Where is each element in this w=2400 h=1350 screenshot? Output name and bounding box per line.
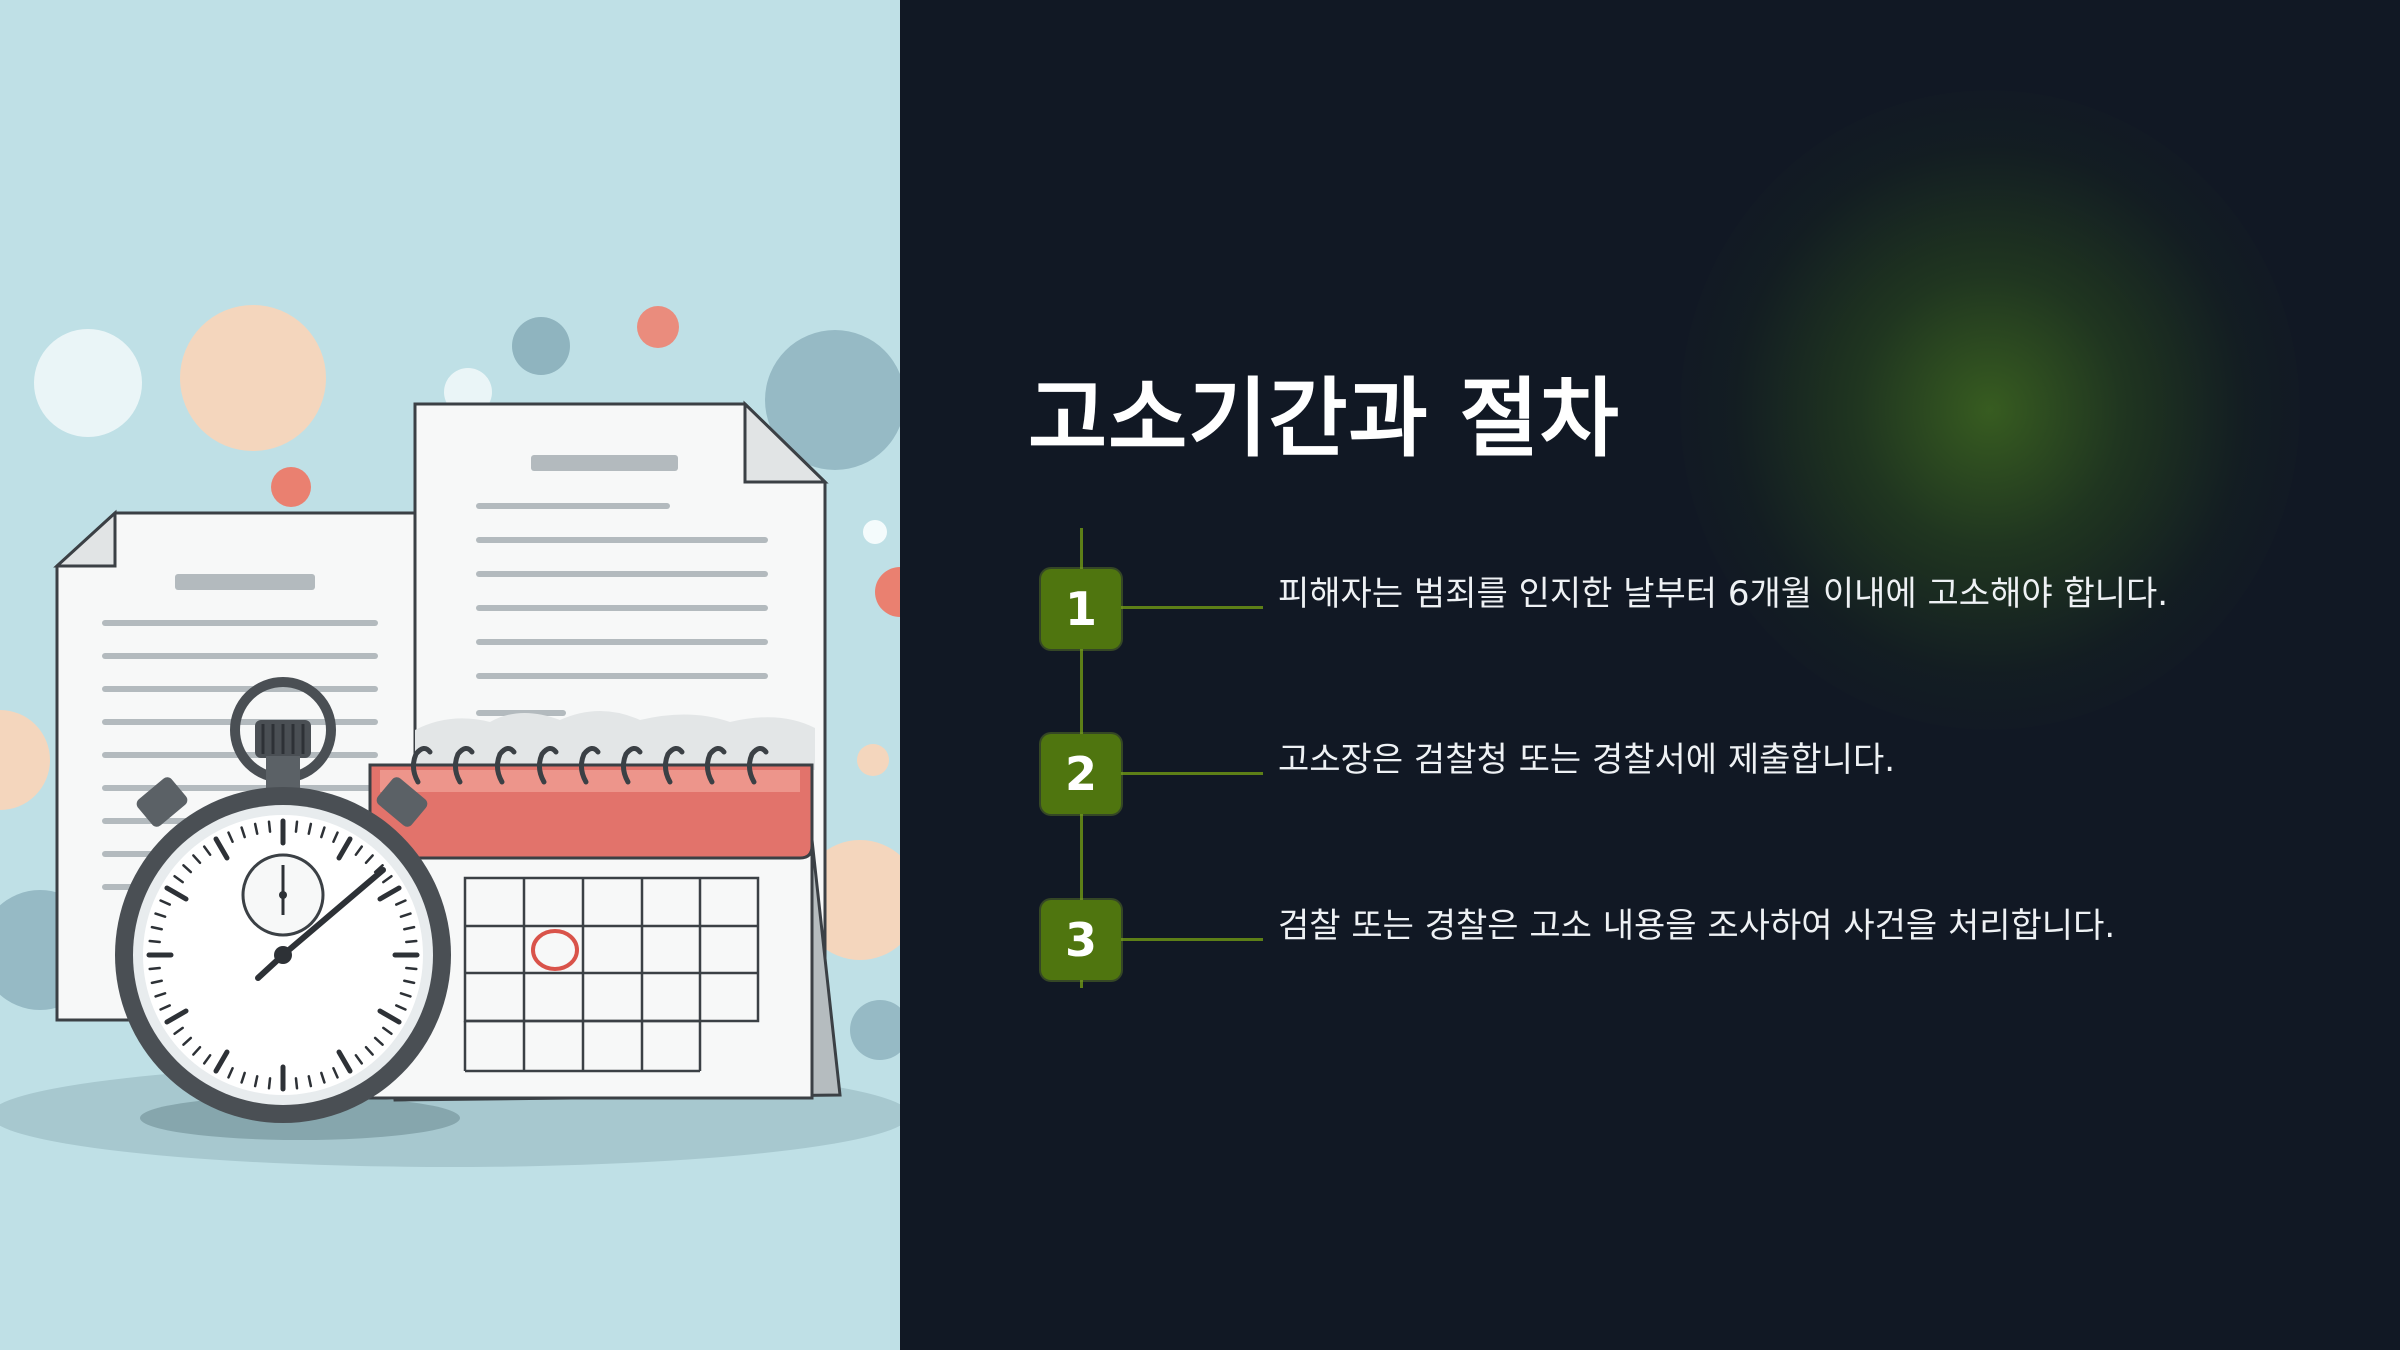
stopwatch-tick [253,822,259,835]
stopwatch-tick [332,831,339,843]
stopwatch-tick [364,1045,374,1056]
illustration-art [0,305,900,1167]
stopwatch-tick [405,939,418,944]
stopwatch-tick [173,1026,184,1036]
stopwatch-tick [403,979,416,985]
stopwatch-tick [403,925,416,931]
stopwatch-tick [307,1075,313,1088]
stopwatch-tick [267,820,272,833]
stopwatch-tick [213,1049,230,1074]
stopwatch-tick [377,885,402,902]
stopwatch-tick [336,836,353,861]
stopwatch-icon [115,677,451,1123]
stopwatch-tick [154,912,167,918]
stopwatch-tick [399,912,412,918]
stopwatch-tick [227,1067,234,1079]
stopwatch-tick [182,1036,193,1046]
stopwatch-tick [159,1004,171,1011]
stopwatch-tick [154,992,167,998]
stopwatch-tick [320,826,326,839]
background-glow [1680,90,2300,730]
stopwatch-tick [159,899,171,906]
step-connector [1121,938,1263,941]
stopwatch-tick [253,1075,259,1088]
stopwatch-tick [150,925,163,931]
step-text: 고소장은 검찰청 또는 경찰서에 제출합니다. [1278,740,1896,780]
stopwatch-tick [294,1077,299,1090]
slide-title: 고소기간과 절차 [1028,369,1620,469]
stopwatch-tick [354,1054,364,1065]
illustration-panel [0,0,900,1350]
stopwatch-tick [240,1071,246,1084]
stopwatch-tick [227,831,234,843]
stopwatch-tick [307,822,313,835]
stopwatch-tick [373,1036,384,1046]
stopwatch-tick [399,992,412,998]
stopwatch-tick [395,899,407,906]
stopwatch-tick [395,1004,407,1011]
stopwatch-tick [192,854,202,865]
stopwatch-tick [382,874,393,884]
step-number-badge: 3 [1041,900,1121,980]
stopwatch-tick [377,1008,402,1025]
stopwatch-tick [173,874,184,884]
stopwatch-tick [364,854,374,865]
stopwatch-tick [320,1071,326,1084]
stopwatch-tick [150,979,163,985]
stopwatch-tick [192,1045,202,1056]
stopwatch-tick [336,1049,353,1074]
stopwatch-tick [373,864,384,874]
step-text: 검찰 또는 경찰은 고소 내용을 조사하여 사건을 처리합니다. [1278,906,2116,946]
step-connector [1121,772,1263,775]
stopwatch-tick [332,1067,339,1079]
stopwatch-tick [213,836,230,861]
stopwatch-tick [164,1008,189,1025]
calendar-icon [368,711,842,1102]
stopwatch-tick [354,845,364,856]
decorative-circles [0,305,900,1060]
stopwatch-tick [202,845,212,856]
stopwatch-tick [294,820,299,833]
step-connector [1121,606,1263,609]
stopwatch-tick [240,826,246,839]
step-number-badge: 2 [1041,734,1121,814]
stopwatch-tick [405,966,418,971]
stopwatch-tick [382,1026,393,1036]
stopwatch-tick [267,1077,272,1090]
stopwatch-tick [182,864,193,874]
step-text: 피해자는 범죄를 인지한 날부터 6개월 이내에 고소해야 합니다. [1278,574,2169,614]
stopwatch-tick [148,939,161,944]
step-number-badge: 1 [1041,569,1121,649]
content-panel: 고소기간과 절차 1 피해자는 범죄를 인지한 날부터 6개월 이내에 고소해야… [900,0,2400,1350]
stopwatch-tick [148,966,161,971]
stopwatch-tick [202,1054,212,1065]
stopwatch-tick [164,885,189,902]
